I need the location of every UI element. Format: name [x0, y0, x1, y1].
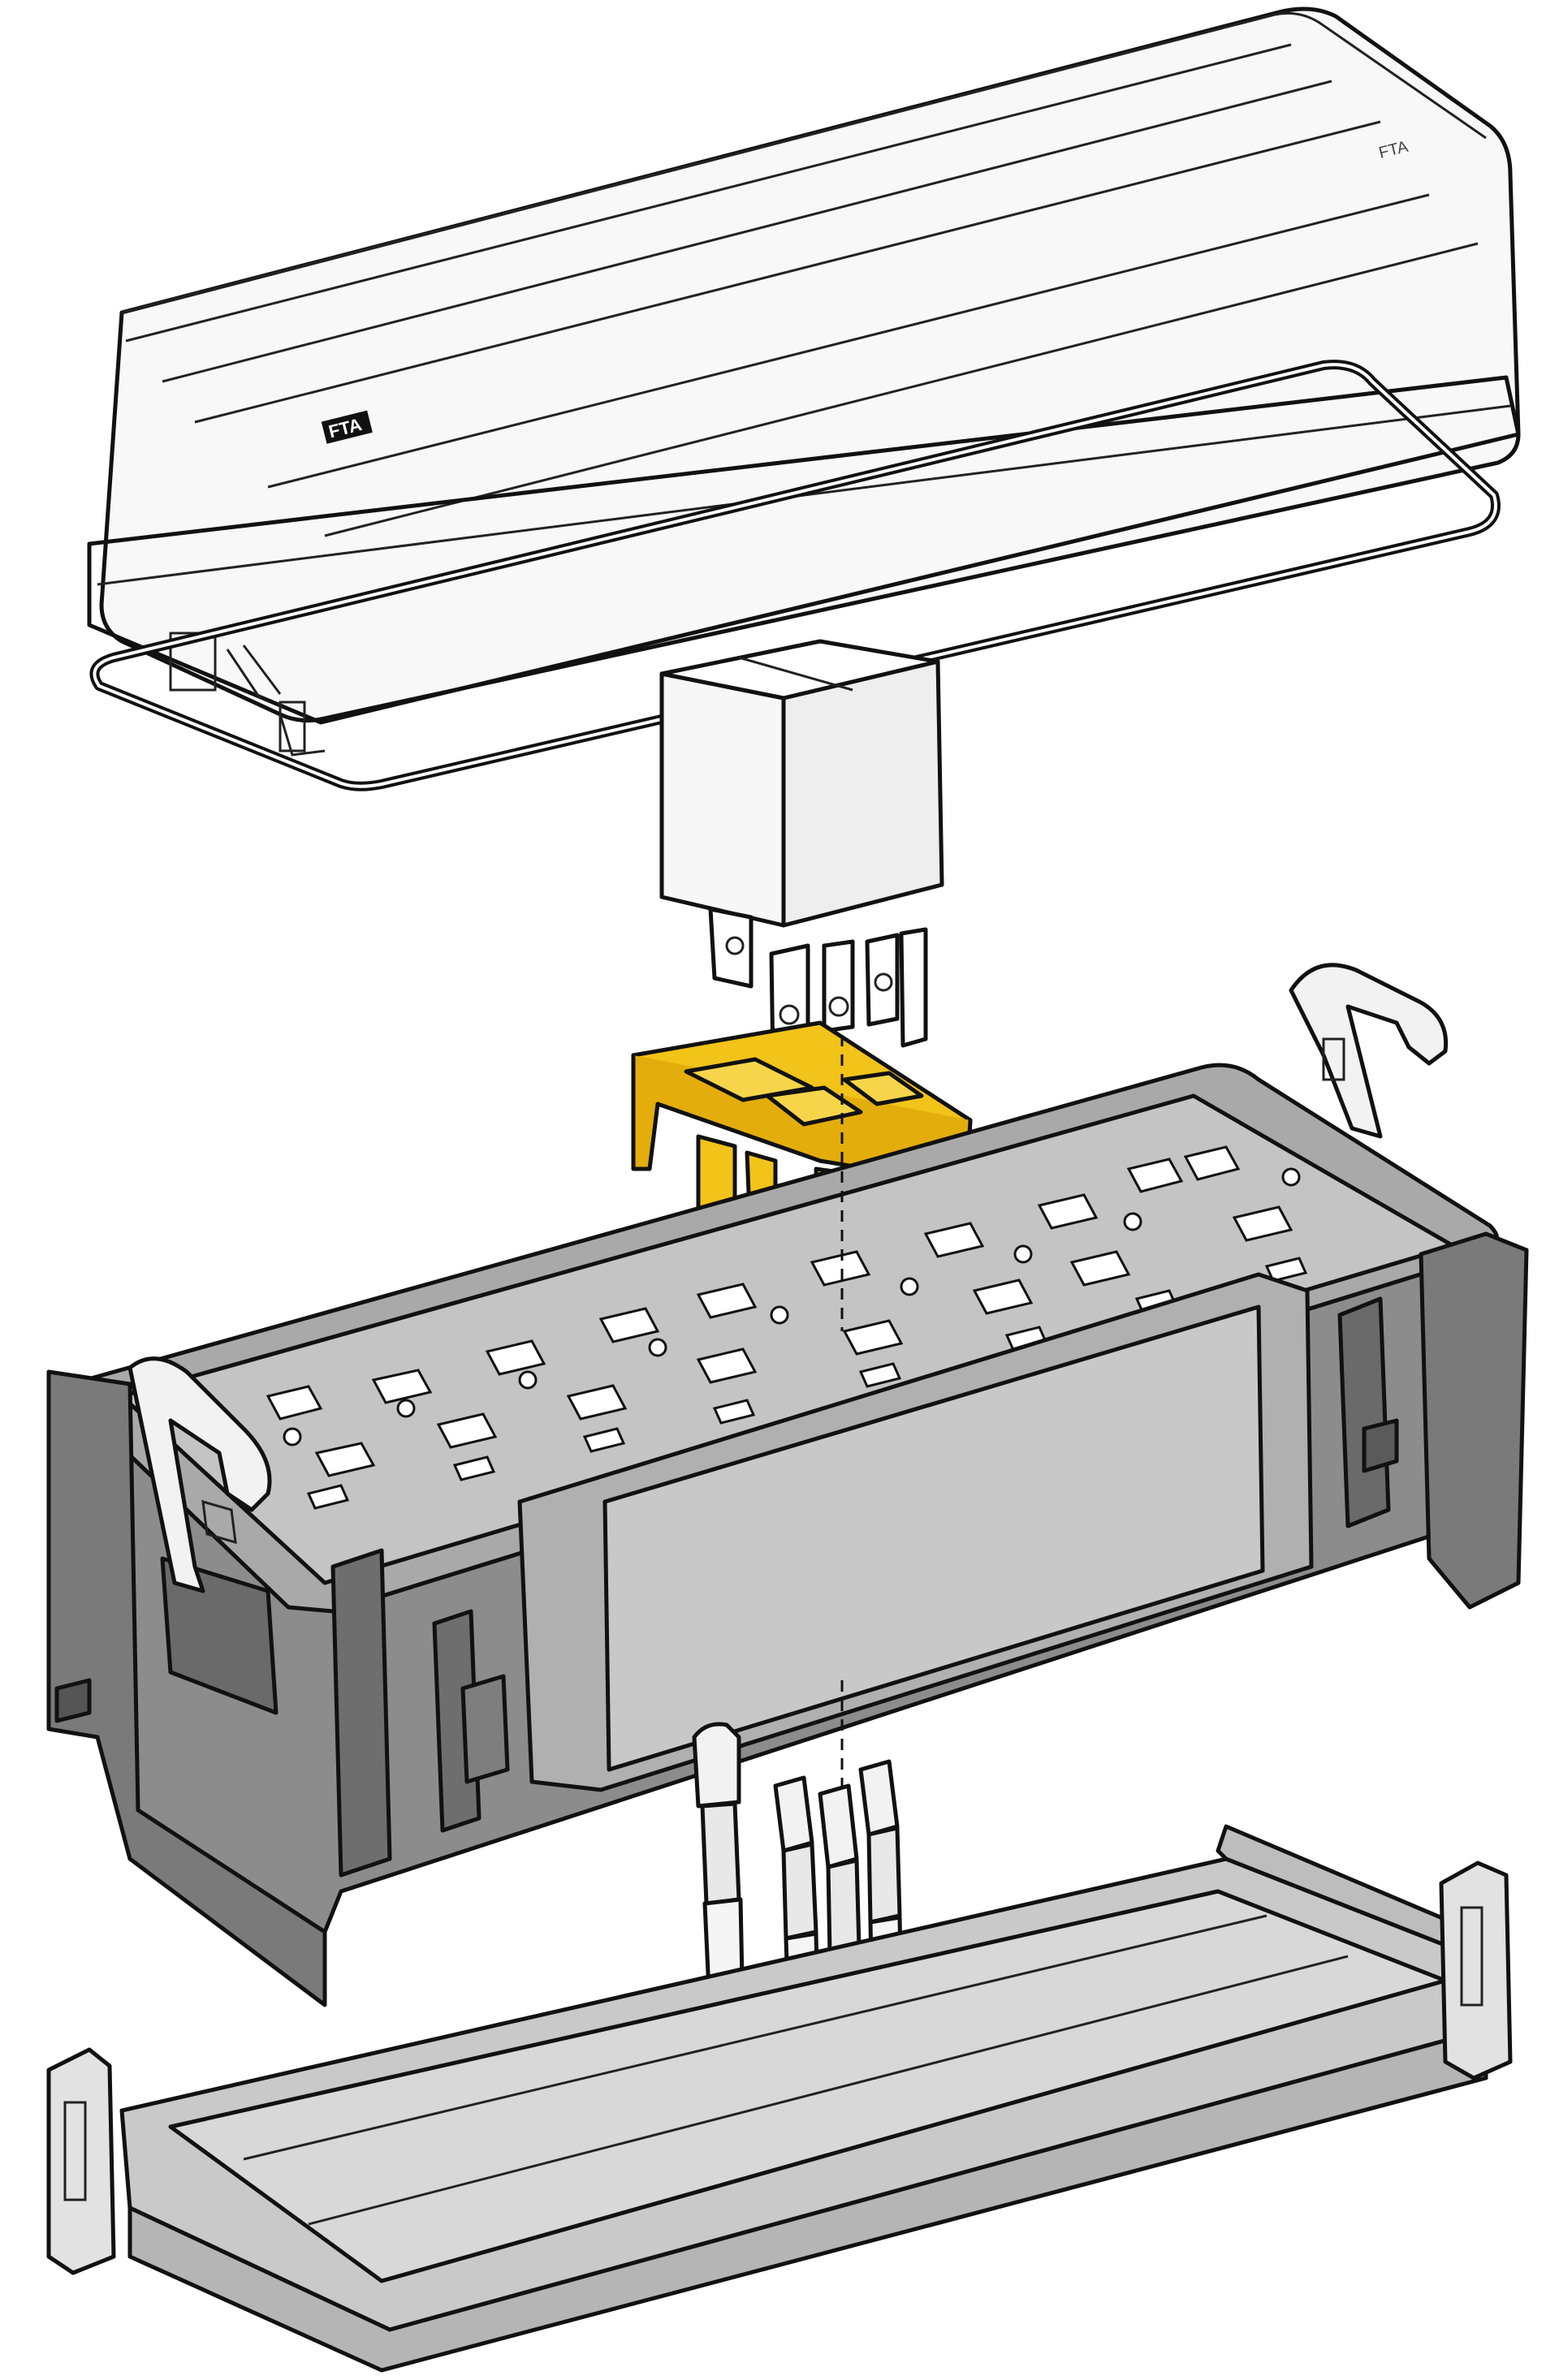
- fuse-relay-box-base: [46, 963, 1529, 2007]
- cover-gasket: [89, 360, 1501, 791]
- mounting-clip-left: [127, 1356, 272, 1593]
- socket-row: [266, 1145, 1308, 1510]
- bottom-cover-tab-right: [1439, 1860, 1513, 2080]
- bottom-cover: [46, 1824, 1513, 2373]
- bottom-cover-tab-left: [46, 2047, 116, 2275]
- transparent-cover: FTA FTA: [87, 6, 1521, 757]
- mounting-clip-right: [1289, 963, 1449, 1139]
- cover-latch-tab: [169, 632, 217, 692]
- relay: [659, 639, 944, 1066]
